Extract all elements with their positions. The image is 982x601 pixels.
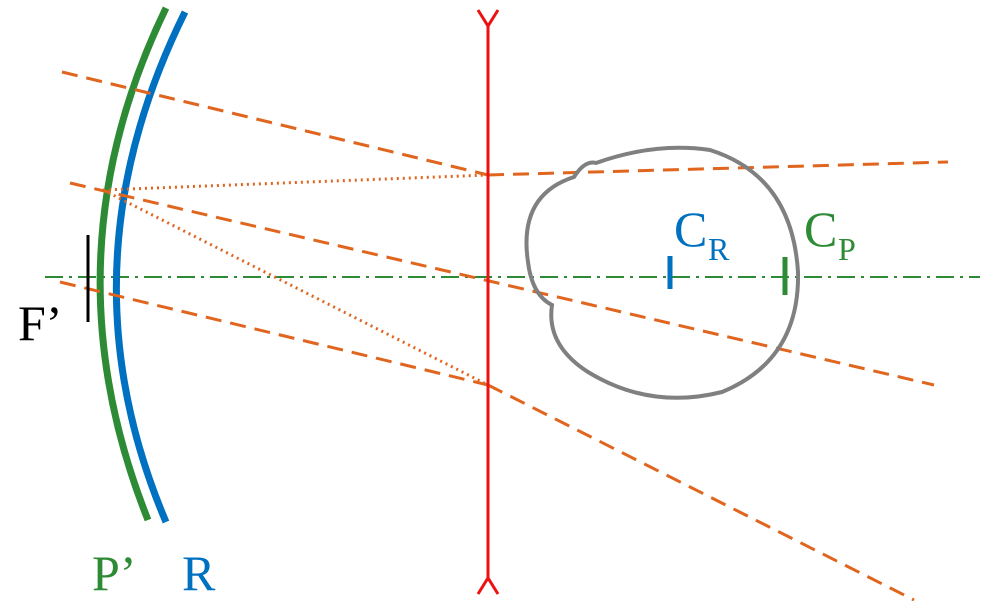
label-c-p-subscript: P	[838, 231, 856, 267]
label-f-prime: F’	[18, 295, 62, 351]
lens-top-arrow	[476, 9, 500, 29]
construction-ray-upper	[102, 173, 489, 192]
label-c-r: C	[674, 201, 707, 257]
construction-ray-lower	[102, 188, 489, 387]
label-c-p: C	[804, 201, 837, 257]
ray-middle	[69, 181, 935, 387]
ray-lower-outgoing	[487, 383, 915, 601]
ray-upper-incoming	[61, 70, 489, 177]
ray-upper-outgoing	[487, 160, 949, 177]
label-r: R	[182, 545, 216, 601]
label-c-r-subscript: R	[708, 231, 730, 267]
lens-bottom-arrow	[476, 575, 500, 595]
remote-sphere-r	[112, 10, 189, 524]
label-p-prime: P’	[92, 545, 136, 601]
eye-outline	[524, 145, 801, 400]
far-point-sphere-p-prime	[96, 6, 170, 522]
